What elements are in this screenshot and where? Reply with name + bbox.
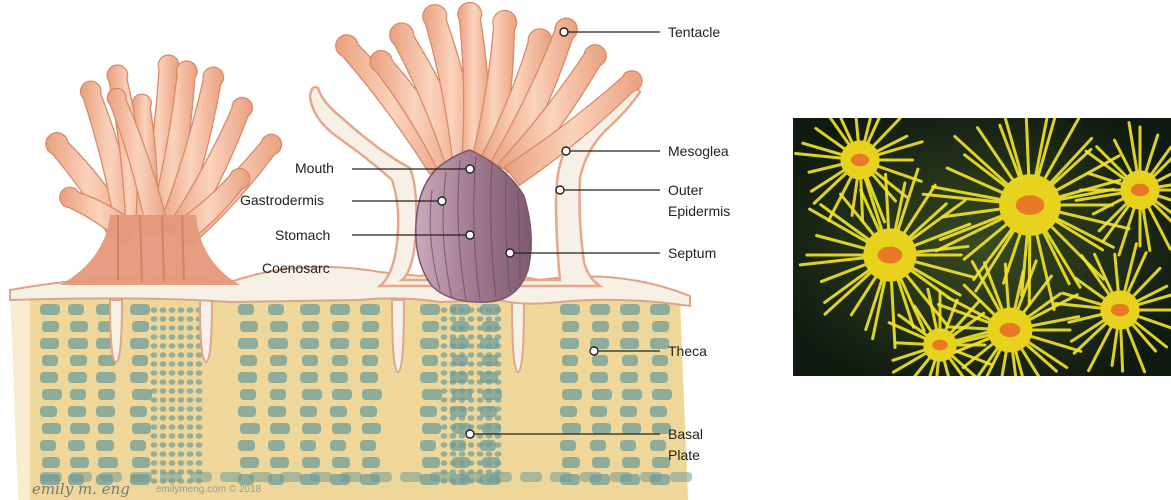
septum-pointer-dot — [506, 249, 514, 257]
outer-epidermis-label-line2: Epidermis — [668, 203, 730, 219]
basal-plate-label-line2: Plate — [668, 447, 700, 463]
label-septum: Septum — [506, 245, 716, 261]
coenosarc-label: Coenosarc — [262, 260, 330, 276]
credit-text: emilymeng.com © 2018 — [156, 484, 262, 495]
label-outer-epidermis: Outer Epidermis — [556, 182, 730, 219]
outer-epidermis-pointer-dot — [556, 186, 564, 194]
mouth-label: Mouth — [295, 160, 334, 176]
stomach-label: Stomach — [275, 227, 330, 243]
artist-signature: emily m. eng — [32, 480, 130, 498]
outer-epidermis-label-line1: Outer — [668, 182, 703, 198]
gastrodermis-label: Gastrodermis — [240, 192, 324, 208]
theca-pointer-dot — [590, 347, 598, 355]
mesoglea-label: Mesoglea — [668, 143, 729, 159]
stomach-pointer-dot — [466, 231, 474, 239]
basal-plate-label-line1: Basal — [668, 426, 703, 442]
label-coenosarc: Coenosarc — [262, 260, 330, 276]
mesoglea-pointer-dot — [562, 147, 570, 155]
coral-photo — [793, 94, 1171, 407]
basal-plate-pointer-dot — [466, 430, 474, 438]
gastrodermis-pointer-dot — [438, 197, 446, 205]
label-tentacle: Tentacle — [560, 24, 720, 40]
mouth-pointer-dot — [466, 165, 474, 173]
tentacle-label: Tentacle — [668, 24, 720, 40]
septum-label: Septum — [668, 245, 716, 261]
theca-label: Theca — [668, 343, 707, 359]
tentacle-pointer-dot — [560, 28, 568, 36]
